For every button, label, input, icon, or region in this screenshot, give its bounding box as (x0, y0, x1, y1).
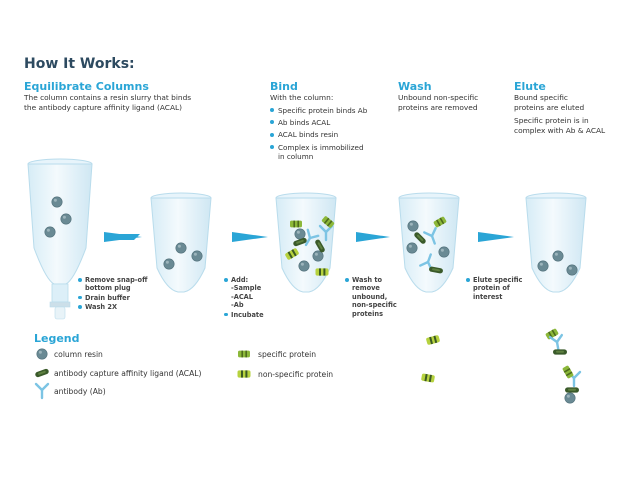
stage-bind: Bind With the column: Specific protein b… (270, 80, 390, 162)
stage-description-line: Unbound non-specific (398, 93, 479, 102)
bullet-dot-icon (270, 132, 274, 137)
step-note-item: Elute specific (466, 276, 536, 284)
bind-bullet-list: Specific protein binds Ab Ab binds ACAL … (270, 106, 390, 162)
step-note-item-continued: bottom plug (85, 284, 131, 293)
step-note-item-continued: -Ab (231, 301, 244, 310)
step-note-item-continued: -Sample (231, 284, 262, 293)
resin-bead (163, 258, 175, 270)
arrow-icon (478, 232, 514, 242)
stage-title: Wash (398, 80, 432, 93)
arrow-icon (104, 232, 142, 242)
column-tube-2 (150, 192, 212, 293)
step-note-item-continued: protein of (473, 284, 510, 293)
stage-description-line: The column contains a resin slurry that … (24, 93, 192, 102)
bullet-text: Complex is immobilized (278, 142, 364, 152)
bullet-item: Complex is immobilized (270, 143, 390, 152)
column-tube-4 (398, 192, 460, 293)
step-note-item-continued: non-specific (352, 301, 397, 310)
stage-description-line: proteins are removed (398, 102, 478, 112)
bullet-text: in column (278, 152, 314, 162)
nonspecific-protein-icon (237, 370, 251, 378)
stage-description-line: proteins are eluted (514, 102, 585, 112)
stage-description-line: Specific protein is in (514, 116, 589, 125)
column-tube-1 (27, 158, 93, 320)
stage-description-line: Bound specific (514, 93, 568, 102)
acal-icon (34, 368, 50, 378)
bullet-text: Ab binds ACAL (278, 117, 331, 127)
step-note-item: Wash to (345, 276, 405, 284)
resin-bead (60, 213, 72, 225)
legend-label-antibody: antibody (Ab) (54, 387, 106, 396)
bullet-text: ACAL binds resin (278, 130, 339, 140)
specific-protein-icon (238, 350, 250, 358)
step-note-4: Elute specific protein of interest (466, 276, 536, 301)
bullet-text: Specific protein binds Ab (278, 105, 368, 115)
step-note-item-continued: remove (352, 284, 380, 293)
step-note-item-continued: unbound, (352, 292, 388, 301)
stage-elute: Elute Bound specific proteins are eluted… (514, 80, 634, 135)
step-note-item: Wash 2X (78, 303, 158, 311)
resin-bead (51, 196, 63, 208)
legend-label-nonspecific-protein: non-specific protein (258, 370, 334, 379)
legend-label-acal: antibody capture affinity ligand (ACAL) (54, 369, 202, 378)
resin-bead (191, 250, 203, 262)
step-note-2: Add: -Sample -ACAL -Ab Incubate (224, 276, 284, 319)
bullet-dot-icon (224, 312, 228, 317)
eluted-complex (545, 328, 567, 355)
bullet-dot-icon (345, 278, 349, 282)
step-note-1: Remove snap-off bottom plug Drain buffer… (78, 276, 158, 312)
arrow-icon (356, 232, 390, 242)
resin-bead-icon (36, 348, 48, 360)
column-tube-3 (275, 192, 337, 293)
bullet-dot-icon (78, 305, 82, 309)
antibody-icon (34, 382, 50, 400)
legend-title: Legend (34, 332, 80, 345)
eluted-nonspecific-protein (420, 373, 436, 383)
bullet-dot-icon (270, 145, 274, 150)
bullet-dot-icon (270, 120, 274, 125)
bullet-dot-icon (78, 295, 82, 300)
arrow-icon (232, 232, 268, 242)
resin-bead (44, 226, 56, 238)
stage-title: Bind (270, 80, 298, 93)
bullet-item: Ab binds ACAL (270, 118, 390, 127)
step-note-item: Add: (224, 276, 284, 284)
bullet-item-continued: in column (270, 152, 390, 161)
stage-equilibrate: Equilibrate Columns The column contains … (24, 80, 264, 112)
bullet-dot-icon (78, 278, 82, 282)
bullet-item: ACAL binds resin (270, 130, 390, 139)
step-note-item: Drain buffer (78, 294, 158, 302)
step-note-item: Incubate (224, 311, 284, 319)
legend-label-specific-protein: specific protein (258, 350, 317, 359)
step-note-item-continued: interest (473, 292, 503, 301)
stage-title: Equilibrate Columns (24, 80, 149, 93)
column-tube-5 (525, 192, 587, 293)
page-title: How It Works: (24, 56, 135, 72)
resin-bead (175, 242, 187, 254)
bullet-item: Specific protein binds Ab (270, 106, 390, 115)
eluted-complex (562, 365, 582, 404)
stage-wash: Wash Unbound non-specific proteins are r… (398, 80, 508, 112)
step-note-3: Wash to remove unbound, non-specific pro… (345, 276, 405, 318)
step-note-item-continued: -ACAL (231, 292, 253, 301)
step-note-item-continued: proteins (352, 309, 384, 318)
step-note-item: Remove snap-off (78, 276, 158, 284)
stage-description-line: With the column: (270, 93, 334, 102)
bullet-dot-icon (466, 278, 470, 282)
stage-description-line: complex with Ab & ACAL (514, 125, 606, 135)
bullet-dot-icon (270, 108, 274, 112)
bullet-dot-icon (224, 278, 228, 282)
legend-label-resin: column resin (54, 350, 103, 359)
stage-description-line: the antibody capture affinity ligand (AC… (24, 102, 183, 112)
stage-title: Elute (514, 80, 546, 93)
eluted-nonspecific-protein (425, 334, 441, 346)
